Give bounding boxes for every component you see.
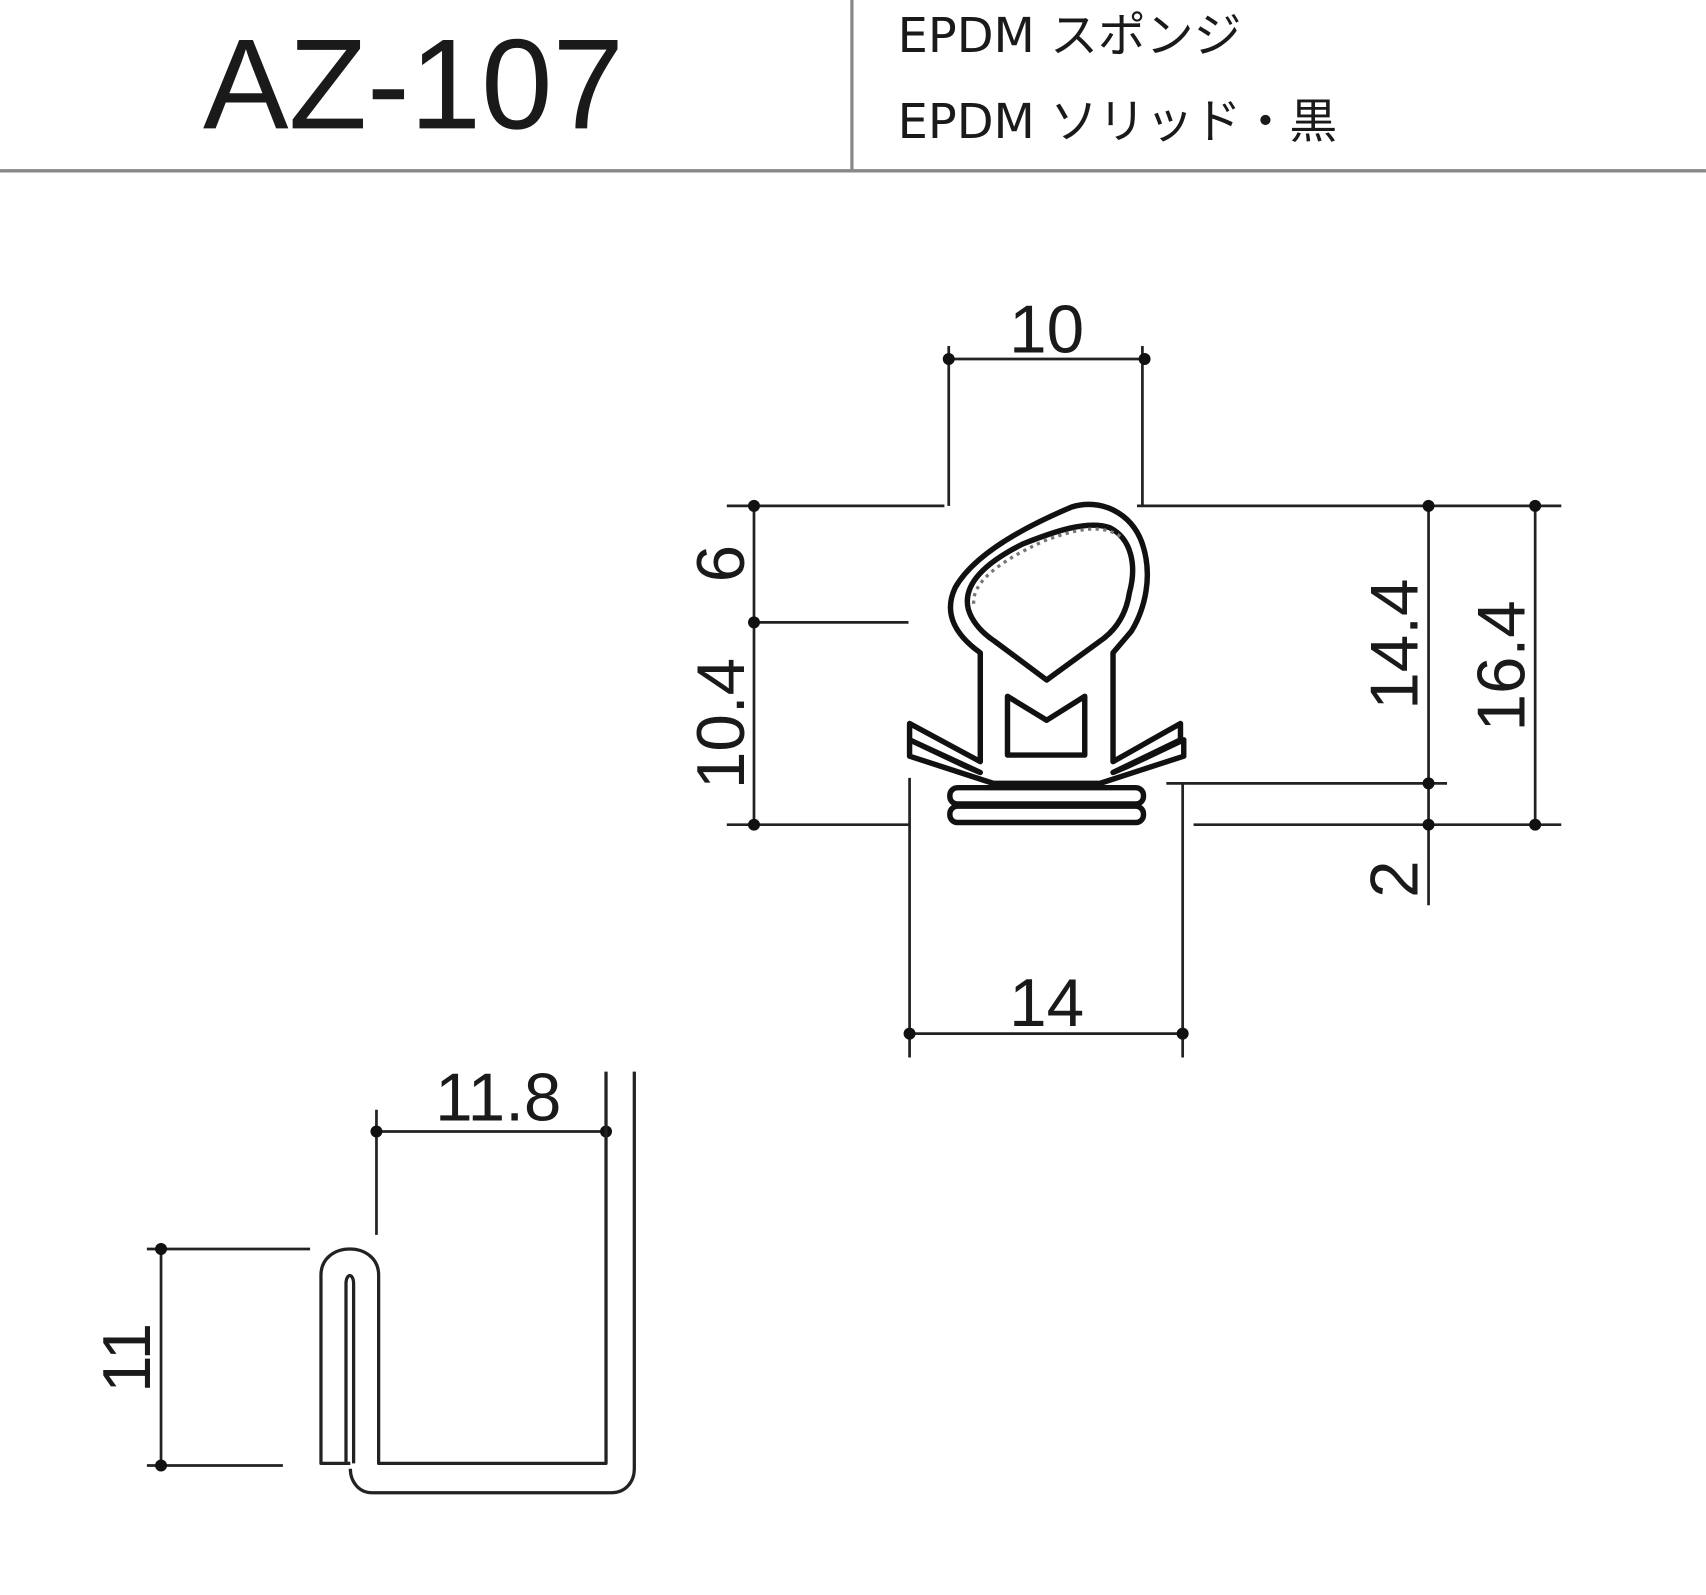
seal-dimension-lines bbox=[726, 345, 1562, 1058]
seal-profile bbox=[906, 501, 1187, 826]
dim-body-height: 14.4 bbox=[1358, 578, 1433, 709]
clip-profile bbox=[319, 1071, 636, 1495]
dim-bottom-width: 14 bbox=[1009, 966, 1084, 1041]
product-code: AZ-107 bbox=[203, 13, 624, 156]
dim-top-width: 10 bbox=[1009, 293, 1084, 368]
dim-clip-width: 11.8 bbox=[435, 1061, 561, 1136]
title-block: AZ-107 EPDM スポンジ EPDM ソリッド・黒 bbox=[0, 0, 1706, 173]
sponge-texture bbox=[972, 527, 1122, 604]
dim-total-height: 16.4 bbox=[1464, 600, 1539, 731]
material-line-1: EPDM スポンジ bbox=[898, 9, 1242, 64]
dim-clip-height: 11 bbox=[90, 1323, 165, 1393]
dim-lower-height: 10.4 bbox=[684, 658, 759, 789]
material-line-2: EPDM ソリッド・黒 bbox=[898, 95, 1338, 150]
dim-bulb-height: 6 bbox=[684, 545, 759, 583]
dim-tape-thickness: 2 bbox=[1358, 860, 1433, 898]
